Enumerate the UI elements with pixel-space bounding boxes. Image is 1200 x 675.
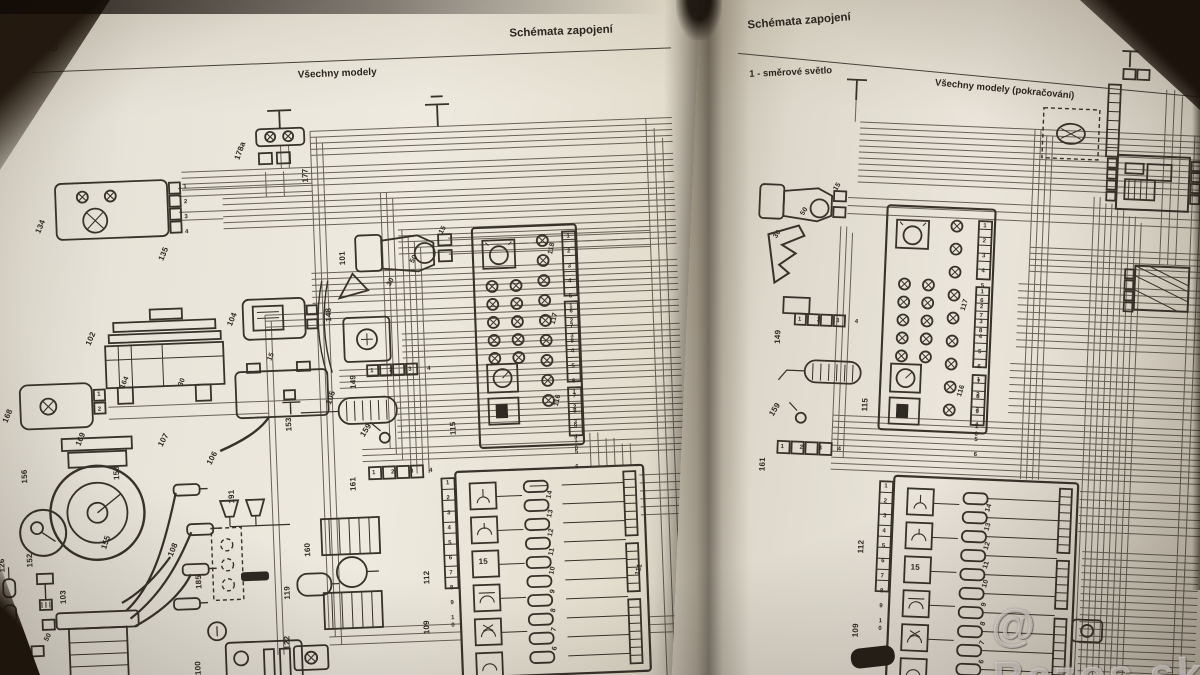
label-112: 112	[421, 570, 432, 585]
label-r-112: 112	[856, 539, 866, 554]
right-wiring-diagram	[758, 50, 1200, 675]
label-r-115: 115	[860, 397, 870, 412]
label-15-fusebox: 15	[478, 556, 489, 567]
left-components	[2, 95, 652, 675]
label-r-109: 109	[850, 623, 861, 638]
book-spine-shadow	[664, 0, 750, 675]
right-page: Schémata zapojení 1 - směrové světlo Vše…	[671, 0, 1200, 675]
label-152: 152	[24, 553, 35, 568]
label-177: 177	[300, 168, 310, 183]
label-109: 109	[421, 620, 432, 635]
table-strip-top	[0, 0, 700, 14]
label-115: 115	[448, 421, 458, 436]
left-wiring-diagram	[2, 95, 692, 675]
label-161: 161	[348, 476, 358, 492]
label-148: 148	[323, 307, 334, 322]
pins-169: 1 2	[95, 391, 103, 415]
label-101: 101	[337, 251, 348, 266]
label-191: 191	[226, 489, 237, 504]
table-edge-right	[1192, 90, 1200, 590]
label-r-149: 149	[772, 329, 783, 344]
label-122: 122	[282, 635, 292, 650]
label-r-161: 161	[757, 457, 768, 472]
label-153: 153	[283, 417, 294, 432]
bazos-watermark: @ Bazos.sk	[990, 599, 1200, 675]
label-149: 149	[348, 374, 358, 390]
label-158: 158	[111, 465, 122, 481]
right-components	[758, 50, 1200, 675]
left-page: 248 Schémata zapojení Všechny modely	[0, 0, 746, 675]
label-156: 156	[19, 469, 30, 484]
label-103: 103	[58, 590, 68, 605]
label-160: 160	[302, 542, 313, 557]
right-wire-bundles	[830, 81, 1200, 675]
label-r-15-fusebox: 15	[910, 562, 921, 572]
label-185: 185	[193, 574, 204, 590]
label-100: 100	[193, 660, 203, 675]
label-119: 119	[282, 585, 292, 600]
